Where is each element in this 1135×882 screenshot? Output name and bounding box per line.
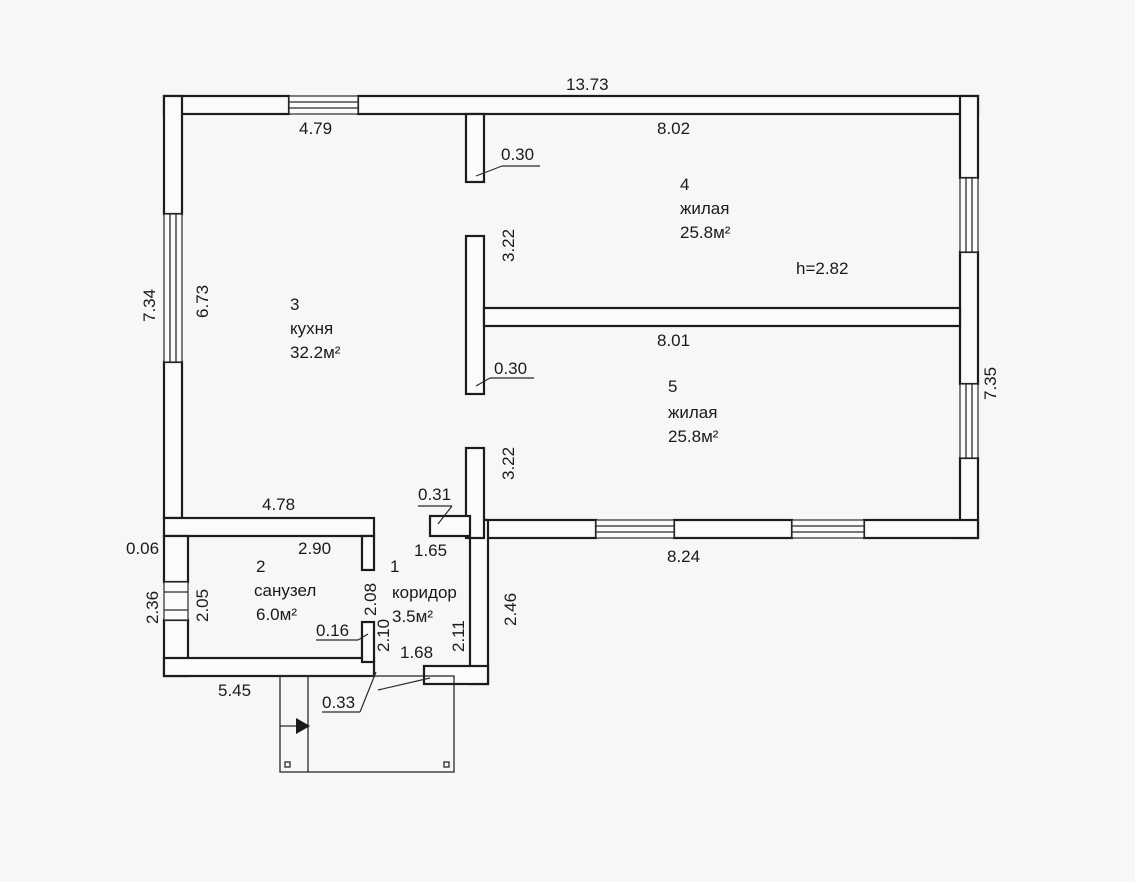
left-wall-upper [162, 94, 184, 216]
room-1-area: 3.5м² [392, 607, 433, 626]
dim-part-lower: 3.22 [499, 447, 518, 480]
dim-left-outer: 7.34 [140, 289, 159, 322]
dim-mid-right: 8.01 [657, 331, 690, 350]
window-right-lower [959, 383, 979, 459]
bath-partition-lower [360, 620, 376, 664]
room-labels: 3 кухня 32.2м² 4 жилая 25.8м² h=2.82 5 ж… [254, 175, 848, 626]
dim-door-thick: 0.16 [316, 621, 349, 640]
room-5-area: 25.8м² [668, 427, 719, 446]
room-1-name: коридор [392, 583, 457, 602]
dim-bath-top: 2.90 [298, 539, 331, 558]
dim-corr-right: 2.46 [501, 593, 520, 626]
kitchen-bottom-wall [162, 516, 376, 538]
bath-partition-upper [360, 534, 376, 572]
room-2-area: 6.0м² [256, 605, 297, 624]
corridor-bottom-wall [422, 664, 490, 686]
dimension-labels: 13.73 4.79 8.02 0.30 3.22 8.01 0.30 3.22… [126, 75, 1000, 712]
bath-left-wall-top [162, 534, 190, 584]
leader-lines [316, 165, 540, 713]
bath-bottom-wall [162, 656, 376, 678]
dim-corr-bottom: 1.68 [400, 643, 433, 662]
dim-right-outer: 7.35 [981, 367, 1000, 400]
partition-top-stub [464, 112, 486, 184]
room-3-name: кухня [290, 319, 333, 338]
dim-bath-left-outer: 2.36 [143, 591, 162, 624]
dim-part-thick-top: 0.30 [501, 145, 534, 164]
porch-outline [279, 675, 455, 773]
bottom-wall-b [672, 518, 794, 540]
room-2-number: 2 [256, 557, 265, 576]
corridor-right-wall [468, 518, 490, 686]
corridor-stub [428, 514, 472, 538]
room-1-number: 1 [390, 557, 399, 576]
dim-part-thick-mid: 0.30 [494, 359, 527, 378]
dim-corr-right-inner: 2.11 [449, 620, 468, 652]
right-wall-top [958, 94, 980, 180]
room-4-number: 4 [680, 175, 689, 194]
dim-top-left: 4.79 [299, 119, 332, 138]
dim-corr-left-a: 2.08 [361, 583, 380, 616]
window-right-upper [959, 177, 979, 253]
window-bath [163, 581, 189, 621]
room-3-number: 3 [290, 295, 299, 314]
window-left [163, 213, 183, 363]
dim-bath-left-inner: 2.05 [193, 589, 212, 622]
top-wall-right [356, 94, 980, 116]
dim-entrance-thick: 0.33 [322, 693, 355, 712]
dim-corr-thick: 0.31 [418, 485, 451, 504]
windows [163, 95, 979, 621]
room-4-name: жилая [680, 199, 729, 218]
room-4-area: 25.8м² [680, 223, 731, 242]
dim-left-inner: 6.73 [193, 285, 212, 318]
partition-vertical-upper [464, 234, 486, 396]
dim-part-upper: 3.22 [499, 229, 518, 262]
right-wall-mid [958, 250, 980, 386]
window-bottom-a [595, 519, 675, 539]
window-bottom-b [791, 519, 865, 539]
entrance-arrow-icon [296, 718, 310, 734]
dim-top-right: 8.02 [657, 119, 690, 138]
dim-bottom-right: 8.24 [667, 547, 700, 566]
entrance-porch [279, 675, 455, 773]
window-top [288, 95, 359, 115]
left-wall-lower [162, 360, 184, 520]
dim-corr-top: 1.65 [414, 541, 447, 560]
dim-top-total: 13.73 [566, 75, 609, 94]
dim-wall-gap: 0.06 [126, 539, 159, 558]
partitions [360, 112, 962, 664]
bottom-wall-c [862, 518, 980, 540]
room-2-name: санузел [254, 581, 316, 600]
room-5-name: жилая [668, 403, 717, 422]
dim-kitchen-bottom: 4.78 [262, 495, 295, 514]
room-5-number: 5 [668, 377, 677, 396]
dim-corr-left-b: 2.10 [374, 619, 393, 652]
partition-horizontal [482, 306, 962, 328]
room-3-area: 32.2м² [290, 343, 341, 362]
height-label: h=2.82 [796, 259, 848, 278]
dim-bath-bottom: 5.45 [218, 681, 251, 700]
